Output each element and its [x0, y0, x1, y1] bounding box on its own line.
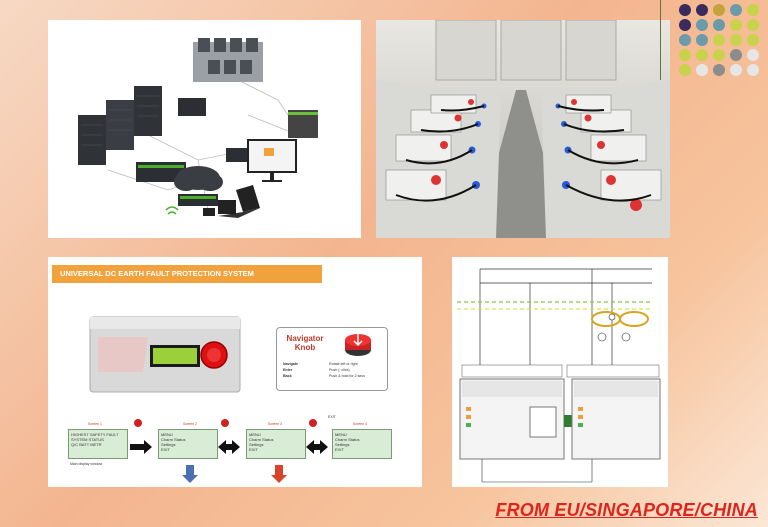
- network-diagram-illustration: [78, 38, 318, 218]
- right-battery-rack: [541, 80, 670, 238]
- decor-dot: [747, 34, 759, 46]
- knob-row-desc-2: Push (: click): [329, 368, 350, 372]
- navigator-knob-box: Navigator Knob Navigate Rotate left or r…: [276, 327, 388, 391]
- decor-dots: [679, 4, 759, 76]
- decor-dot: [679, 49, 691, 61]
- decor-dot: [713, 34, 725, 46]
- efps-device-illustration: [89, 316, 241, 393]
- decor-dot: [730, 49, 742, 61]
- screen-2-line: Charm Status: [161, 437, 186, 442]
- exit-label: EXIT: [328, 415, 336, 419]
- decor-dot: [696, 34, 708, 46]
- screen-4-line: EXIT: [335, 447, 344, 452]
- decor-dot: [696, 19, 708, 31]
- screen-4-label: Screen 4: [353, 422, 368, 426]
- relay-module-left: [459, 378, 572, 460]
- laptop-icon: [218, 185, 260, 218]
- screen-3-line: Charm Status: [249, 437, 274, 442]
- screen-3-label: Screen 3: [268, 422, 283, 426]
- battery-room-illustration: [376, 20, 670, 238]
- left-battery-rack: [376, 80, 501, 238]
- knob-icon: [345, 334, 371, 356]
- relay-module-right: [571, 378, 661, 460]
- efps-brochure-panel: UNIVERSAL DC EARTH FAULT PROTECTION SYST…: [48, 257, 422, 487]
- decor-dot: [696, 49, 708, 61]
- knob-row-label-3: Back: [283, 374, 292, 378]
- screen-1-line: Q/C BATT METR: [71, 442, 102, 447]
- server-rack: [193, 38, 263, 82]
- knob-row-desc-3: Push & hold for 2 secs: [329, 374, 365, 378]
- decor-dot: [730, 34, 742, 46]
- screen-4-box: MENU Charm Status Settings EXIT: [332, 429, 392, 459]
- server-towers: [78, 86, 162, 165]
- screen-4-line: Charm Status: [335, 437, 360, 442]
- decor-dot: [696, 4, 708, 16]
- screen-3-line: MENU: [249, 432, 261, 437]
- decor-dot: [747, 49, 759, 61]
- screen-2-line: Settings: [161, 442, 176, 447]
- decor-dot: [747, 64, 759, 76]
- main-display-label: Main display window: [70, 462, 103, 466]
- wiring-schematic-drawing: [457, 268, 661, 483]
- knob-title-line1: Navigator: [286, 334, 324, 343]
- screen-3-line: EXIT: [249, 447, 258, 452]
- decor-dot: [713, 64, 725, 76]
- phone-icon: [203, 208, 215, 216]
- screen-2-box: MENU Charm Status Settings EXIT: [158, 429, 218, 459]
- decor-dot: [679, 34, 691, 46]
- screen-1-box: HIGHEST SAFETY FAULT SYSTEM STATUS Q/C B…: [68, 429, 128, 459]
- monitor-icon: [247, 139, 297, 182]
- screen-3-box: MENU Charm Status Settings EXIT: [246, 429, 306, 459]
- decor-dot: [679, 19, 691, 31]
- screen-4-line: Settings: [335, 442, 350, 447]
- decor-dot: [713, 4, 725, 16]
- screen-2-line: MENU: [161, 432, 173, 437]
- screen-1-label: Screen 1: [88, 422, 103, 426]
- decor-dot: [679, 64, 691, 76]
- knob-row-label-2: Enter: [283, 368, 293, 372]
- knob-row-label-1: Navigate: [283, 362, 298, 366]
- screen-flow-arrows: [130, 419, 328, 483]
- gateway-box: [178, 98, 206, 116]
- wifi-icon: [165, 206, 179, 215]
- screen-1-line: HIGHEST SAFETY FAULT: [71, 432, 119, 437]
- screen-2-line: EXIT: [161, 447, 170, 452]
- cloud-icon: [174, 166, 223, 191]
- decor-dot: [696, 64, 708, 76]
- decor-dot: [730, 64, 742, 76]
- efps-title: UNIVERSAL DC EARTH FAULT PROTECTION SYST…: [52, 265, 322, 283]
- decor-dot: [730, 19, 742, 31]
- screen-3-line: Settings: [249, 442, 264, 447]
- network-diagram-image: [48, 20, 361, 238]
- knob-row-desc-1: Rotate left or right: [329, 362, 358, 366]
- decor-dot: [713, 19, 725, 31]
- decor-dot: [747, 19, 759, 31]
- screen-2-label: Screen 2: [183, 422, 198, 426]
- decor-dot: [747, 4, 759, 16]
- knob-title-line2: Knob: [294, 343, 316, 352]
- screen-1-line: SYSTEM STATUS: [71, 437, 104, 442]
- decor-line: [660, 0, 661, 80]
- wiring-schematic: [452, 257, 668, 487]
- decor-dot: [713, 49, 725, 61]
- decor-dot: [679, 4, 691, 16]
- tablet-icon: [218, 200, 236, 214]
- origin-footer: FROM EU/SINGAPORE/CHINA: [495, 500, 758, 520]
- screen-4-line: MENU: [335, 432, 347, 437]
- decor-dot: [730, 4, 742, 16]
- battery-room-photo: [376, 20, 670, 238]
